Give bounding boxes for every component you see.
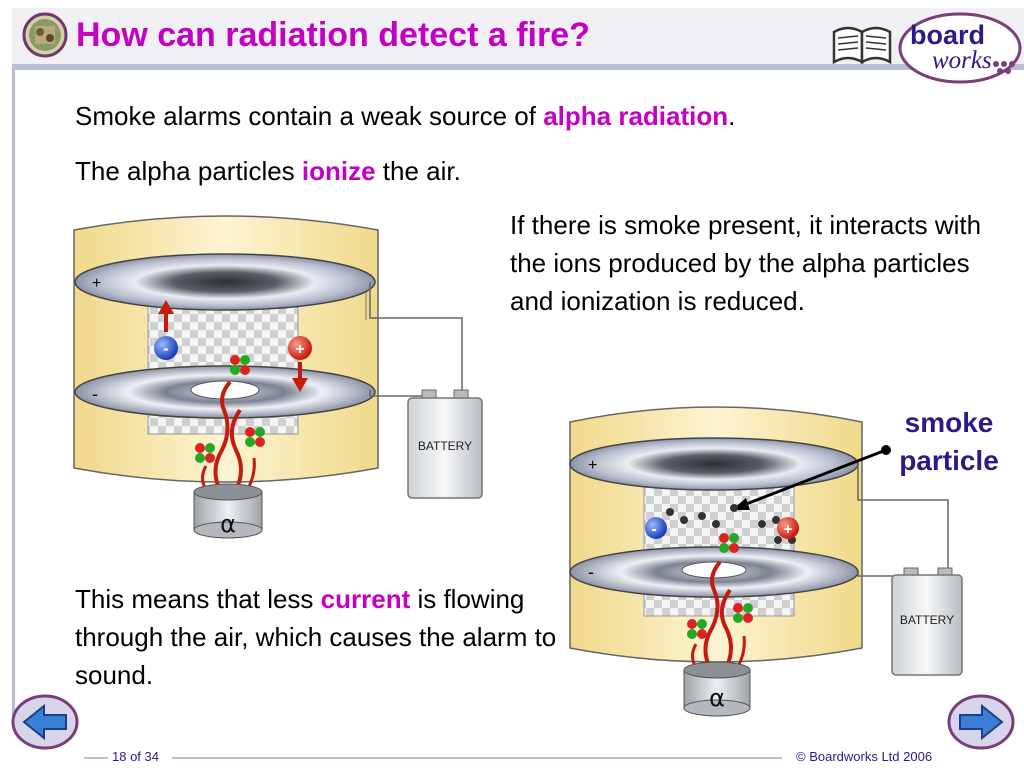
smoke-alarm-diagram-clean: + - BATTERY - + α <box>73 215 483 539</box>
intro-text-2-end: the air. <box>375 156 461 186</box>
pos-sign: + <box>295 341 304 358</box>
smoke-pointer-line <box>735 448 887 510</box>
battery-label: BATTERY <box>418 439 472 453</box>
intro-text-1-end: . <box>728 101 736 131</box>
alpha-symbol: α <box>709 684 725 712</box>
wire-positive <box>369 282 463 395</box>
intro-text-1: Smoke alarms contain a weak source of al… <box>75 97 735 135</box>
alpha-radiation-highlight: alpha radiation <box>543 101 729 131</box>
smoke-explanation: If there is smoke present, it interacts … <box>510 210 982 316</box>
alpha-source-icon: α <box>193 483 263 539</box>
alpha-particle-icon <box>245 427 265 447</box>
positive-plate <box>569 437 859 491</box>
book-icon <box>832 26 892 65</box>
smoke-label-line1: smoke <box>904 407 994 438</box>
pointer-dot <box>881 445 891 455</box>
globe-logo-icon <box>22 12 68 58</box>
intro-text-2-part: The alpha particles <box>75 156 302 186</box>
neg-sign: - <box>651 521 656 538</box>
alpha-particle-icon <box>719 533 739 553</box>
positive-plate <box>74 253 376 311</box>
wire-negative <box>369 390 422 397</box>
arrow-right-icon <box>959 703 1004 741</box>
previous-button[interactable] <box>10 692 80 752</box>
smoke-particle-icon <box>666 504 796 544</box>
alpha-source-icon: α <box>683 661 751 717</box>
minus-label: - <box>92 384 98 404</box>
battery-icon: BATTERY <box>891 567 963 676</box>
wire-negative <box>857 572 906 577</box>
copyright: © Boardworks Ltd 2006 <box>796 749 933 764</box>
footer-divider <box>172 757 782 759</box>
brand-line1: board <box>910 20 985 50</box>
brand-line2: works <box>932 47 992 74</box>
arrow-left-icon <box>22 703 67 741</box>
minus-label: - <box>588 562 594 582</box>
current-highlight: current <box>320 584 411 614</box>
battery-label: BATTERY <box>900 613 954 627</box>
negative-ion-icon: - <box>154 336 178 360</box>
intro-text-2: The alpha particles ionize the air. <box>75 152 461 190</box>
alpha-particle-icon <box>195 443 215 463</box>
footer-divider <box>84 757 108 759</box>
battery-icon: BATTERY <box>407 389 483 499</box>
ionize-highlight: ionize <box>301 156 376 186</box>
neg-sign: - <box>163 339 169 358</box>
alpha-particle-icon <box>230 355 250 375</box>
smoke-particle-label: smoke particle <box>890 404 1008 480</box>
plus-label: + <box>92 275 101 292</box>
smoke-alarm-diagram-smoke: + - BATTERY - + α <box>569 406 963 717</box>
conclusion-end: is flowing through the air, which causes… <box>75 584 557 690</box>
boardworks-logo: board works <box>832 12 1022 84</box>
alpha-symbol: α <box>220 510 236 538</box>
wire-positive <box>857 464 949 572</box>
pos-sign: + <box>784 521 793 538</box>
intro-text-1-part: Smoke alarms contain a weak source of <box>75 101 544 131</box>
positive-ion-icon: + <box>777 517 799 539</box>
alpha-particle-icon <box>687 619 707 639</box>
conclusion-text: This means that less current is flowing … <box>75 580 565 694</box>
plus-label: + <box>588 457 597 474</box>
page-title: How can radiation detect a fire? <box>76 16 590 54</box>
positive-ion-icon: + <box>288 336 312 360</box>
alpha-particle-icon <box>733 603 753 623</box>
left-rule <box>12 64 15 724</box>
conclusion-part: This means that less <box>75 584 321 614</box>
next-button[interactable] <box>946 692 1016 752</box>
smoke-label-line2: particle <box>899 445 999 476</box>
page-indicator: 18 of 34 <box>112 749 159 764</box>
negative-ion-icon: - <box>645 517 667 539</box>
